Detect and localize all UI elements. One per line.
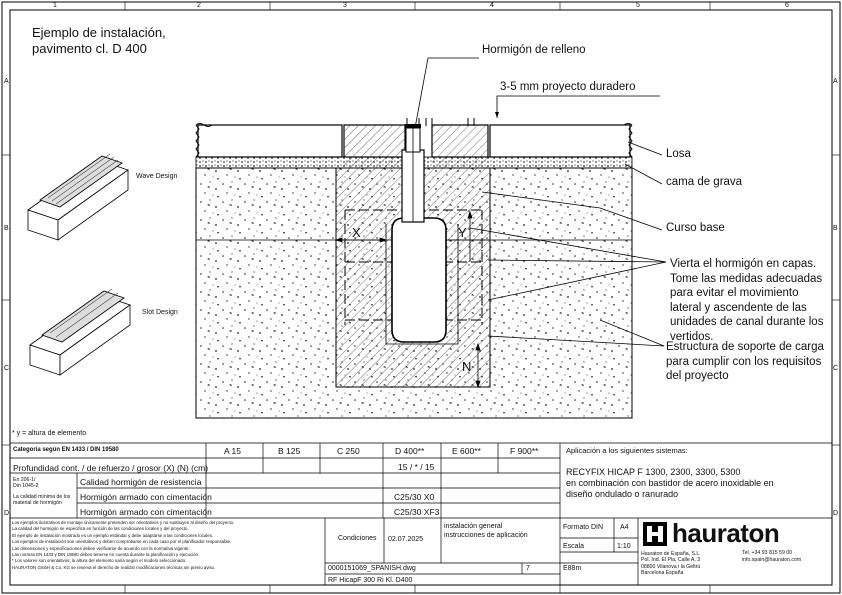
row1-label: Profundidad cont. / de refuerzo / grosor…: [13, 463, 209, 473]
callout-cama-grava: cama de grava: [666, 176, 743, 188]
class-a15: A 15: [224, 446, 242, 456]
instructions-text: instalación general instrucciones de apl…: [444, 523, 528, 540]
disclaimer-line: Los ejemplos de instalación son orientat…: [12, 539, 232, 545]
vierta-line: para evitar el movimiento: [670, 287, 799, 299]
border-letter-a: A: [4, 78, 9, 85]
vierta-line: lateral y ascendente de las: [670, 301, 807, 314]
estructura-line: para cumplir con los requisitos: [666, 355, 822, 368]
dim-label-n: N: [462, 359, 472, 374]
formato-label: Formato DIN: [563, 524, 604, 531]
callout-vierta: Vierta el hormigón en capas. Tome las me…: [670, 257, 823, 344]
drawing-title-line2: pavimento cl. D 400: [32, 41, 147, 56]
drawing-date: 02.07.2025: [388, 536, 424, 543]
table-header-label: Categoría según EN 1433 / DIN 19580: [13, 447, 119, 453]
class-e600: E 600**: [452, 446, 481, 456]
wave-design-label: Wave Design: [136, 173, 178, 180]
border-number-4: 4: [490, 2, 494, 9]
company-phone: Tel. +34 93 815 59 00: [742, 550, 793, 556]
vierta-line: vertidos.: [670, 330, 714, 343]
row2-left2: La calidad mínima de los material de hor…: [13, 494, 70, 506]
row2-left2-line: material de hormigón: [13, 500, 62, 506]
drawing-title-line1: Ejemplo de instalación,: [32, 25, 166, 40]
callout-estructura: Estructura de soporte de carga para cump…: [666, 340, 824, 384]
application-line: diseño ondulado o ranurado: [566, 489, 679, 499]
formato-value: A4: [620, 524, 629, 531]
border-letter-d: D: [4, 510, 10, 517]
border-letter-c-right: C: [833, 365, 839, 372]
row3-value: C25/30 X0: [394, 492, 435, 502]
application-heading: Aplicación a los siguientes sistemas:: [566, 446, 688, 455]
page-number: 7: [526, 565, 530, 572]
application-line: en combinación con bastidor de acero ino…: [566, 478, 774, 488]
disclaimer-line: * Los valores son orientativos; la altur…: [12, 558, 187, 564]
border-letter-a-right: A: [833, 78, 838, 85]
class-f900: F 900**: [510, 446, 539, 456]
row2-left-line: En 206-1/: [13, 477, 36, 483]
application-line: RECYFIX HICAP F 1300, 2300, 3300, 5300: [566, 467, 741, 477]
disclaimer-line: HAURATON GmbH & Co. KG se reserva el der…: [12, 564, 216, 570]
callout-hormigon-relleno: Hormigón de relleno: [482, 44, 586, 56]
file-name: 0000151069_SPANISH.dwg: [328, 565, 416, 572]
address-line: 08800 Vilanova i la Geltrú: [641, 563, 701, 570]
row1-value: 15 / * / 15: [398, 462, 435, 472]
application-systems: RECYFIX HICAP F 1300, 2300, 3300, 5300 e…: [566, 467, 774, 500]
border-number-5: 5: [636, 2, 640, 9]
company-email: info.spain@hauraton.com: [742, 557, 802, 563]
callout-losa: Losa: [666, 148, 691, 160]
disclaimer: Los ejemplos ilustrativos de montaje úni…: [12, 520, 322, 571]
row4-value: C25/30 XF3: [394, 507, 440, 517]
disclaimer-line: Las normas EN 1433 y DIN 19580 deben ten…: [12, 552, 200, 558]
callout-proyecto-duradero: 3-5 mm proyecto duradero: [500, 81, 636, 93]
estructura-line: Estructura de soporte de carga: [666, 341, 824, 353]
border-number-1: 1: [53, 2, 57, 9]
vierta-line: unidades de canal durante los: [670, 316, 824, 328]
class-b125: B 125: [278, 446, 301, 456]
class-d400: D 400**: [395, 446, 425, 456]
ebbm-code: E88m: [563, 565, 582, 572]
class-c250: C 250: [337, 446, 360, 456]
disclaimer-line: Los ejemplos ilustrativos de montaje úni…: [12, 520, 235, 525]
slot-design-label: Slot Design: [142, 309, 178, 316]
condiciones-label: Condiciones: [338, 535, 377, 542]
address-line: Barcelona España: [641, 570, 684, 577]
border-letter-b: B: [4, 225, 9, 232]
footnote: * y = altura de elemento: [12, 430, 87, 437]
product-code: RF HicapF 300 Ri Kl. D400: [328, 577, 413, 584]
instructions-line: instalación general: [444, 523, 503, 530]
disclaimer-line: La calidad del hormigón se especifica en…: [12, 526, 189, 532]
address-line: Pol. Ind. El Pla, Calle A, 3: [641, 557, 701, 564]
row4-mid: Hormigón armado con cimentación: [80, 507, 212, 517]
dim-label-x: X: [352, 225, 361, 240]
disclaimer-line: El ejemplo de instalación mostrado es un…: [12, 532, 214, 538]
border-number-2: 2: [197, 2, 201, 9]
vierta-line: Vierta el hormigón en capas.: [670, 258, 817, 270]
row2-left: En 206-1/ Din 1045-2: [13, 477, 38, 489]
border-number-3: 3: [343, 2, 347, 9]
address-line: Hauraton de España, S.L.: [641, 551, 701, 557]
vierta-line: Tome las medidas adecuadas: [670, 272, 823, 285]
row3-mid: Hormigón armado con cimentación: [80, 492, 212, 502]
row2-left2-line: La calidad mínima de los: [13, 494, 71, 500]
border-letter-b-right: B: [833, 225, 838, 232]
company-name: hauraton: [672, 518, 780, 548]
estructura-line: del proyecto: [666, 370, 729, 382]
escala-label: Escala: [563, 543, 585, 550]
callout-curso-base: Curso base: [666, 222, 725, 234]
company-address: Hauraton de España, S.L. Pol. Ind. El Pl…: [641, 551, 701, 577]
disclaimer-line: Las dimensiones y especificaciones deben…: [12, 545, 190, 551]
dim-label-y: Y: [458, 225, 467, 240]
escala-value: 1:10: [617, 543, 631, 550]
row2-mid: Calidad hormigón de resistencia: [80, 477, 202, 487]
instructions-line: instrucciones de aplicación: [444, 531, 528, 539]
hauraton-logo-icon: [643, 522, 667, 546]
border-letter-d-right: D: [833, 510, 839, 517]
border-number-6: 6: [785, 2, 789, 9]
border-letter-c: C: [4, 365, 10, 372]
row2-left-line: Din 1045-2: [13, 483, 39, 489]
